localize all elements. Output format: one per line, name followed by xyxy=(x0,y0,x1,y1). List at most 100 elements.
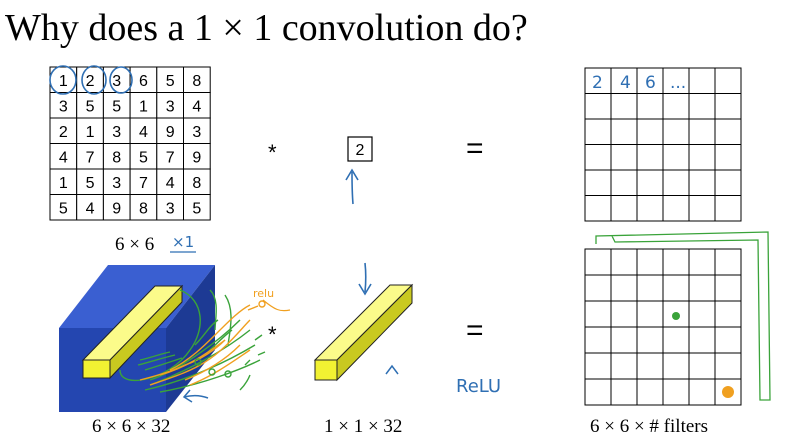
output-matrix xyxy=(584,67,742,222)
cube-fiber-rod xyxy=(81,284,184,380)
output-value: 2 xyxy=(592,73,603,93)
matrix-cell-value: 5 xyxy=(112,98,121,115)
grid-cell xyxy=(636,248,664,276)
grid-cell xyxy=(714,118,742,145)
grid-cell xyxy=(610,93,638,120)
grid-cell xyxy=(662,378,690,406)
grid-cell xyxy=(688,169,716,196)
grid-cell xyxy=(688,195,716,222)
matrix-cell-value: 2 xyxy=(86,73,95,90)
matrix-cell xyxy=(102,143,131,170)
relu-label: ReLU xyxy=(456,376,501,397)
grid-cell xyxy=(584,169,612,196)
grid-cell xyxy=(636,93,664,120)
matrix-cell xyxy=(183,117,211,144)
output-volume-matrix xyxy=(584,248,742,406)
grid-cell xyxy=(584,144,612,171)
grid-cell xyxy=(662,326,690,354)
filter-volume-rod xyxy=(313,283,414,382)
arrow-up-icon xyxy=(345,168,359,205)
matrix-cell-value: 5 xyxy=(86,98,95,115)
matrix-cell xyxy=(129,117,158,144)
circled-cells-annotation xyxy=(49,65,133,95)
filter-volume-label: 1 × 1 × 32 xyxy=(324,416,402,437)
grid-cell xyxy=(610,248,638,276)
operator-star-bottom: * xyxy=(268,322,277,347)
channel-outline-annotation xyxy=(595,231,771,401)
output-value: 4 xyxy=(620,73,631,93)
grid-cell xyxy=(610,300,638,328)
matrix-cell-value: 3 xyxy=(192,124,201,141)
circle-mark xyxy=(49,65,77,95)
matrix-cell xyxy=(183,168,211,195)
grid-cell xyxy=(584,93,612,120)
matrix-cell-value: 1 xyxy=(59,175,68,192)
circle-mark xyxy=(81,65,107,95)
grid-cell xyxy=(714,195,742,222)
green-dot xyxy=(672,312,680,320)
matrix-cell-value: 5 xyxy=(86,175,95,192)
grid-cell xyxy=(714,352,742,380)
relu-arrow xyxy=(262,299,291,312)
matrix-cell-value: 5 xyxy=(192,200,201,217)
grid-cell xyxy=(662,169,690,196)
matrix-cell xyxy=(76,117,104,144)
matrix-cell xyxy=(49,194,78,221)
matrix-cell-value: 3 xyxy=(112,175,121,192)
matrix-cell xyxy=(156,194,185,221)
grid-cell xyxy=(636,274,664,302)
matrix-cell xyxy=(156,168,185,195)
filter-box xyxy=(347,136,373,162)
matrix-cell xyxy=(183,143,211,170)
grid-cell xyxy=(714,144,742,171)
grid-cell xyxy=(584,67,612,94)
grid-cell xyxy=(584,118,612,145)
matrix-cell xyxy=(156,117,185,144)
grid-cell xyxy=(610,144,638,171)
matrix-cell-value: 5 xyxy=(139,149,148,166)
grid-cell xyxy=(688,378,716,406)
grid-cell xyxy=(714,169,742,196)
grid-cell xyxy=(584,352,612,380)
filter-value: 2 xyxy=(356,142,365,159)
scribble-annotation xyxy=(119,289,266,393)
matrix-cell-value: 9 xyxy=(166,124,175,141)
grid-cell xyxy=(714,274,742,302)
matrix-cell-value: 9 xyxy=(192,149,201,166)
grid-cell xyxy=(662,67,690,94)
arrow-left-icon xyxy=(182,389,209,403)
matrix-cell-value: 7 xyxy=(86,149,95,166)
grid-cell xyxy=(688,248,716,276)
matrix-cell xyxy=(49,143,78,170)
matrix-cell xyxy=(129,92,158,119)
matrix-cell xyxy=(129,194,158,221)
grid-cell xyxy=(636,352,664,380)
grid-cell xyxy=(688,67,716,94)
matrix-cell-value: 4 xyxy=(59,149,68,166)
matrix-cell xyxy=(76,92,104,119)
matrix-cell-value: 9 xyxy=(112,200,121,217)
matrix-cell-value: 1 xyxy=(59,73,68,90)
matrix-cell-value: 3 xyxy=(59,98,68,115)
grid-cell xyxy=(636,300,664,328)
grid-cell xyxy=(662,144,690,171)
relu-small-label: relu xyxy=(253,287,274,300)
grid-cell xyxy=(714,248,742,276)
grid-cell xyxy=(714,67,742,94)
matrix-cell xyxy=(183,92,211,119)
matrix-cell-value: 5 xyxy=(59,200,68,217)
input-dim-label: 6 × 6 xyxy=(115,234,154,255)
matrix-cell-value: 3 xyxy=(112,73,121,90)
grid-cell xyxy=(714,300,742,328)
operator-star-top: * xyxy=(268,140,277,165)
grid-cell xyxy=(610,274,638,302)
circle-mark xyxy=(109,66,133,94)
matrix-cell-value: 8 xyxy=(192,175,201,192)
matrix-cell-value: 2 xyxy=(59,124,68,141)
grid-cell xyxy=(610,352,638,380)
matrix-cell xyxy=(129,143,158,170)
grid-cell xyxy=(714,326,742,354)
matrix-cell-value: 6 xyxy=(139,73,148,90)
grid-cell xyxy=(688,326,716,354)
output-value: ... xyxy=(670,73,686,93)
